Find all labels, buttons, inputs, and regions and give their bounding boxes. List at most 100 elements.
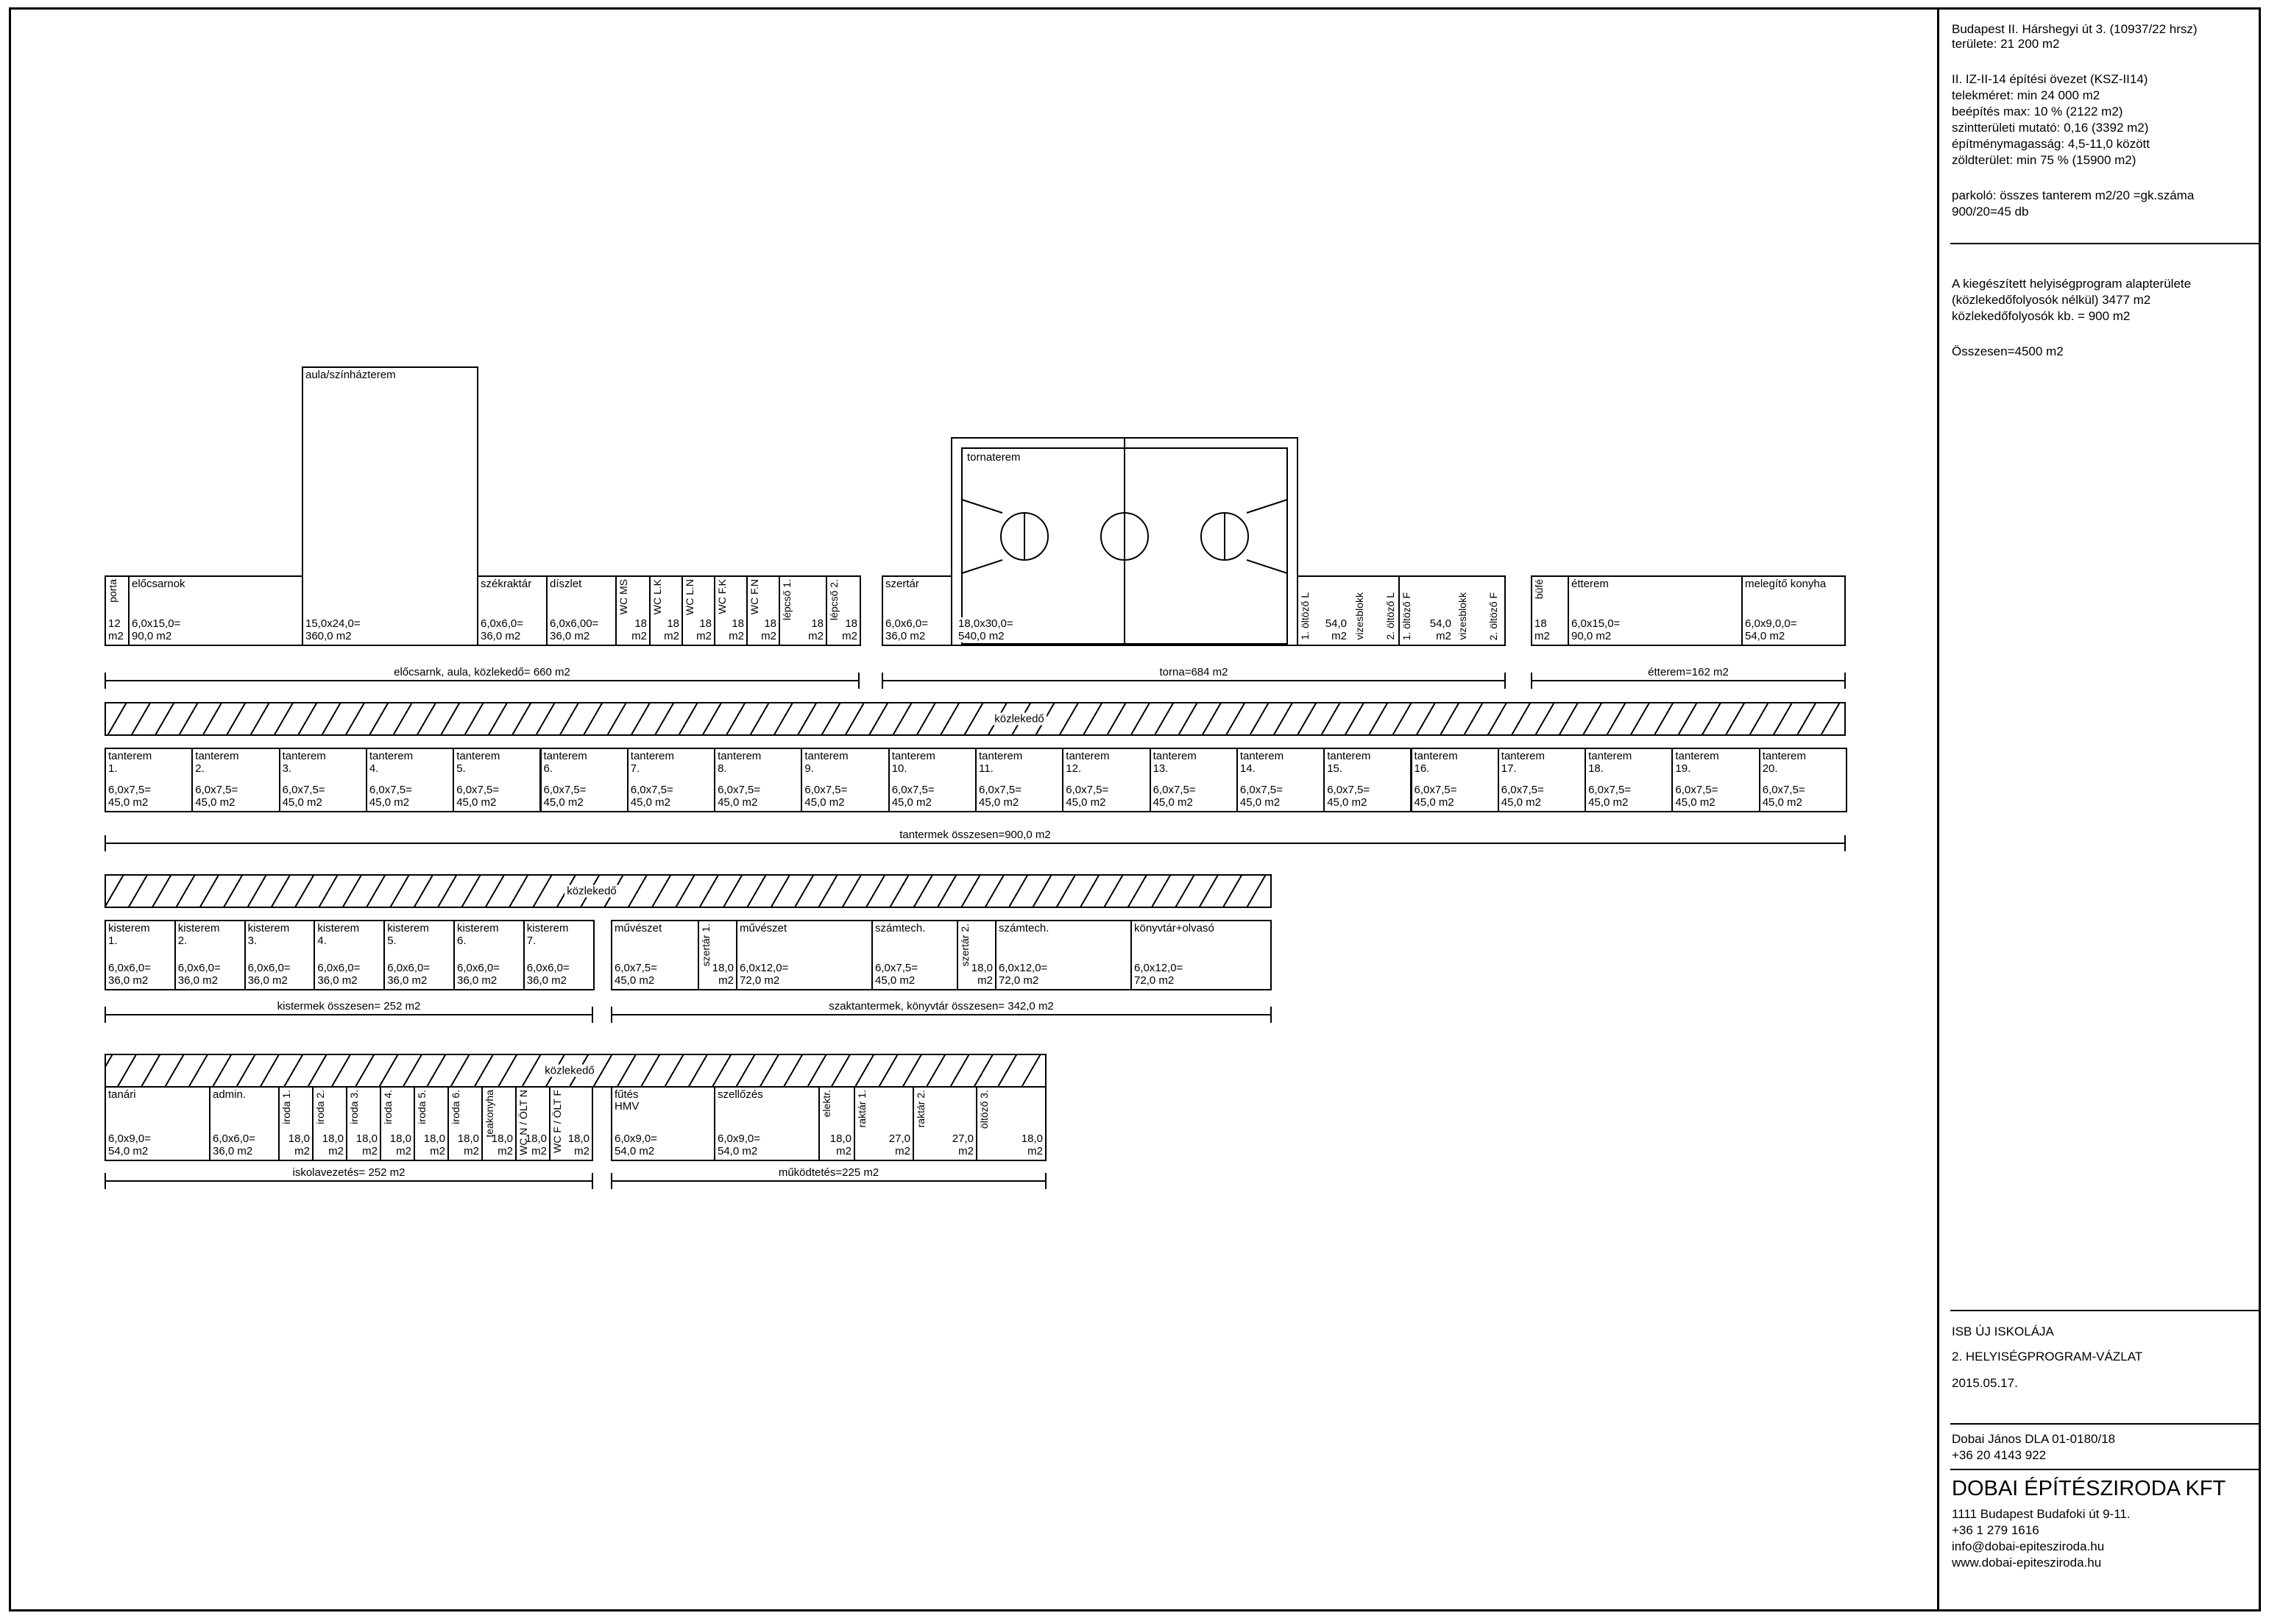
- room-area: 6,0x7,5= 45,0 m2: [543, 784, 587, 809]
- room-area: 6,0x7,5= 45,0 m2: [1153, 784, 1196, 809]
- room-number: 10.: [891, 762, 907, 775]
- room-number: 1.: [108, 935, 118, 947]
- room-wc: lépcső 1.18 m2: [779, 575, 827, 646]
- room-label: 1. öltöző F: [1401, 592, 1412, 640]
- room-area: 18,0 m2: [525, 1132, 547, 1157]
- room-area: 6,0x7,5= 45,0 m2: [630, 784, 673, 809]
- dimension-line-special: [611, 1007, 1272, 1023]
- room-label: tanterem: [1066, 750, 1110, 762]
- room-label: tanterem: [1414, 750, 1458, 762]
- room-label: WC F / ÖLT F: [551, 1090, 563, 1153]
- dimension-line-admin: [105, 1173, 593, 1189]
- room-label: könyvtár+olvasó: [1134, 922, 1214, 935]
- firm-website: www.dobai-epiteszirodа.hu: [1952, 1556, 2102, 1570]
- designer-phone: +36 20 4143 922: [1952, 1448, 2047, 1462]
- room-area: 18,0 m2: [322, 1132, 344, 1157]
- room-area: 18,0 m2: [1021, 1132, 1043, 1157]
- zone-rule-4: építménymagasság: 4,5-11,0 között: [1952, 137, 2150, 151]
- room-area: 18,0 m2: [491, 1132, 513, 1157]
- room-area: 6,0x7,5= 45,0 m2: [369, 784, 412, 809]
- room-number: 3.: [282, 762, 292, 775]
- corridor-3: közlekedő: [105, 1054, 1047, 1088]
- room-szekraktar: székraktár 6,0x6,0= 36,0 m2: [477, 575, 548, 646]
- summary-total: Összesen=4500 m2: [1952, 344, 2064, 358]
- room-area: 6,0x6,0= 36,0 m2: [885, 617, 928, 642]
- room-number: 6.: [543, 762, 553, 775]
- room-label: tanári: [108, 1088, 136, 1101]
- room-area: 18,0 m2: [457, 1132, 479, 1157]
- room-area: 6,0x9,0= 54,0 m2: [108, 1132, 151, 1157]
- room-label: tanterem: [369, 750, 414, 762]
- room-area: 6,0x6,0= 36,0 m2: [108, 962, 151, 987]
- room-label: iroda 2.: [314, 1090, 326, 1124]
- dimension-label-entrance: előcsarnk, aula, közlekedő= 660 m2: [391, 666, 573, 678]
- room-label: porta: [107, 579, 118, 603]
- room-label: tornaterem: [967, 451, 1021, 464]
- room-label: iroda 3.: [348, 1090, 360, 1124]
- room-area: 54,0 m2: [1325, 617, 1347, 642]
- room-number: 16.: [1414, 762, 1430, 775]
- designer-name: Dobai János DLA 01-0180/18: [1952, 1432, 2116, 1446]
- dimension-line-entrance: [105, 673, 860, 689]
- room-label: WC L.K: [651, 579, 663, 615]
- room-number: 4.: [369, 762, 379, 775]
- ops-room: szellőzés 6,0x9,0= 54,0 m2: [714, 1086, 820, 1161]
- room-label: kisterem: [387, 922, 429, 935]
- room-area: 6,0x7,5= 45,0 m2: [875, 962, 918, 987]
- room-number: 7.: [630, 762, 640, 775]
- admin-room: iroda 3.18,0 m2: [346, 1086, 381, 1161]
- ops-room: raktár 2.27,0 m2: [913, 1086, 977, 1161]
- room-area: 6,0x15,0= 90,0 m2: [1571, 617, 1621, 642]
- dimension-label-special: szaktantermek, könyvtár összesen= 342,0 …: [826, 1000, 1057, 1013]
- room-area: 18,0 m2: [567, 1132, 590, 1157]
- room-label: raktár 1.: [856, 1090, 868, 1128]
- room-area: 6,0x6,0= 36,0 m2: [457, 962, 500, 987]
- room-number: 19.: [1675, 762, 1691, 775]
- room-label: szertár 2.: [959, 923, 971, 967]
- ops-room: fűtés HMV 6,0x9,0= 54,0 m2: [611, 1086, 715, 1161]
- room-area: 6,0x7,5= 45,0 m2: [891, 784, 935, 809]
- room-label: iroda 4.: [382, 1090, 394, 1124]
- room-area: 6,0x6,0= 36,0 m2: [247, 962, 291, 987]
- corridor-label: közlekedő: [992, 712, 1047, 726]
- room-area: 6,0x9,0,0= 54,0 m2: [1745, 617, 1797, 642]
- room-label: kisterem: [177, 922, 220, 935]
- room-area: 6,0x9,0= 54,0 m2: [615, 1132, 657, 1157]
- room-oltozo-f: 1. öltöző F 54,0 m2 vizesblokk 2. öltöző…: [1398, 575, 1506, 646]
- room-area: 18,0 m2: [712, 962, 734, 987]
- room-area: 6,0x7,5= 45,0 m2: [979, 784, 1022, 809]
- room-area: 18 m2: [631, 617, 647, 642]
- room-area: 18 m2: [808, 617, 824, 642]
- room-label: fűtés HMV: [615, 1088, 640, 1113]
- special-room: szertár 2.18,0 m2: [957, 920, 996, 990]
- title-rule-4: [1950, 1469, 2261, 1470]
- basketball-court: [961, 439, 1288, 645]
- admin-room: WC F / ÖLT F 18,0 m2: [549, 1086, 593, 1161]
- sheet-border: [9, 7, 2261, 1611]
- room-area: 18,0 m2: [389, 1132, 411, 1157]
- room-konyha: melegítő konyha 6,0x9,0,0= 54,0 m2: [1741, 575, 1846, 646]
- room-label: tanterem: [1327, 750, 1371, 762]
- title-rule-3: [1950, 1423, 2261, 1425]
- room-number: 17.: [1501, 762, 1517, 775]
- room-label: szellőzés: [718, 1088, 763, 1101]
- corridor-2: közlekedő: [105, 874, 1272, 908]
- room-diszlet: díszlet 6,0x6,00= 36,0 m2: [546, 575, 617, 646]
- room-area: 6,0x7,5= 45,0 m2: [1239, 784, 1283, 809]
- room-label: iroda 1.: [280, 1090, 292, 1124]
- summary-line-1: A kiegészített helyiségprogram alapterül…: [1952, 277, 2192, 291]
- room-area: 6,0x9,0= 54,0 m2: [718, 1132, 760, 1157]
- room-label: kisterem: [457, 922, 499, 935]
- room-area: 54,0 m2: [1429, 617, 1451, 642]
